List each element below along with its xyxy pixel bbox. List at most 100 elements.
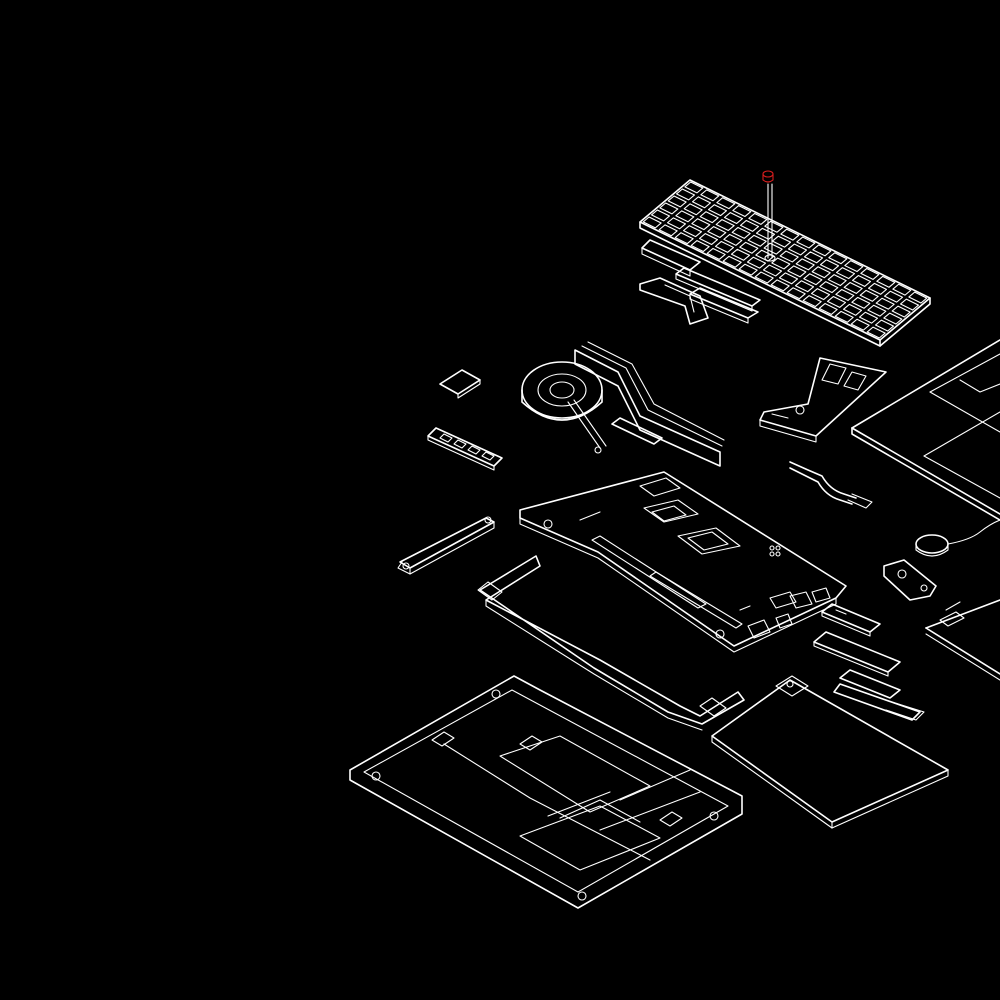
keyboard-key (698, 233, 719, 246)
keyboard-key (835, 288, 855, 301)
bottom-case (349, 675, 743, 909)
keyboard-key (763, 242, 783, 255)
keyboard-key (810, 288, 831, 301)
keyboard-key (828, 252, 848, 265)
display-panel (851, 339, 1000, 521)
keyboard-key (883, 312, 903, 325)
trackpoint-socket (764, 254, 776, 262)
keyboard-key (835, 267, 856, 280)
keyboard-key (778, 272, 799, 285)
keyboard-key (787, 265, 807, 278)
keyboard-key (650, 209, 671, 222)
keyboard-key (722, 255, 742, 268)
keyboard-key (764, 220, 784, 233)
keyboard-key (803, 251, 824, 264)
keyboard-key (755, 227, 776, 240)
keyboard-key (771, 257, 791, 270)
keyboard-key (707, 204, 728, 217)
keyboard-key (908, 291, 928, 304)
keyboard-key (762, 264, 783, 277)
keyboard-key (706, 247, 726, 260)
keyboard-key (819, 259, 840, 272)
keyboard-key (796, 236, 816, 249)
keyboard-key (859, 289, 879, 302)
keyboard-key (812, 244, 832, 257)
keyboard-key (867, 304, 887, 317)
keyboard-key (795, 258, 815, 271)
keyboard-key (876, 275, 896, 288)
keyboard-key (866, 326, 886, 339)
keyboard-key (675, 188, 696, 201)
keyboard-key (860, 267, 880, 280)
keyboard-key (738, 263, 758, 276)
keyboard-key (867, 282, 888, 295)
keyboard-key (794, 280, 815, 293)
keyboard-key (642, 216, 662, 229)
keyboard-key (843, 281, 863, 294)
keyboard-key (844, 260, 864, 273)
trackpoint-cap-top (762, 170, 774, 178)
keyboard-key (682, 225, 703, 238)
ssd-shield (833, 683, 925, 721)
keyboard-key (851, 274, 872, 287)
m2-ssd (821, 603, 881, 637)
keyboard-key (827, 274, 847, 287)
keyboard-key (891, 305, 911, 318)
keyboard-key (732, 205, 752, 218)
flex-cable (789, 461, 873, 509)
motherboard (519, 471, 847, 653)
keyboard-key (802, 295, 822, 308)
keyboard-key (842, 303, 863, 316)
keyboard-key (899, 298, 920, 311)
keyboard-key (834, 310, 854, 323)
keyboard-key (667, 195, 687, 208)
ram-module (427, 427, 503, 471)
keyboard-key (803, 273, 823, 286)
hdd-caddy (925, 599, 1000, 681)
keyboard-key (691, 218, 711, 231)
keyboard-key (675, 210, 695, 223)
keyboard-key (700, 189, 720, 202)
keyboard-key (819, 281, 839, 294)
keyboard-key (731, 226, 751, 239)
battery-pack (711, 675, 949, 829)
keyboard-strips (639, 267, 761, 325)
keyboard-key (659, 202, 679, 215)
keyboard-key (787, 243, 808, 256)
keyboard-key (691, 196, 712, 209)
keyboard-key (811, 266, 831, 279)
keyboard (639, 179, 931, 347)
keyboard-key (883, 290, 904, 303)
keyboard-key (715, 219, 735, 232)
keyboard-key (690, 240, 710, 253)
trackpoint-cap-body (762, 173, 774, 183)
keyboard-key (747, 234, 767, 247)
keyboard-key (818, 302, 838, 315)
keyboard-key (826, 295, 847, 308)
keyboard-key (875, 297, 895, 310)
keyboard-key (746, 256, 767, 269)
keyboard-key (779, 250, 799, 263)
keyboard-key (730, 248, 751, 261)
keyboard-key (780, 228, 800, 241)
keyboard-key (684, 181, 704, 194)
keyboard-key (748, 212, 768, 225)
keyboard-key (714, 240, 735, 253)
keyboard-key (683, 203, 703, 216)
memory-chip (439, 369, 481, 399)
keyboard-key (723, 212, 744, 225)
keyboard-key (723, 233, 743, 246)
keyboard-keys (642, 181, 928, 339)
speaker-bracket (397, 516, 495, 575)
keyboard-key (658, 224, 678, 237)
keyboard-key (892, 283, 912, 296)
speaker-frame (477, 555, 745, 731)
io-daughterboard (759, 357, 887, 443)
keyboard-key (699, 211, 719, 224)
keyboard-key (770, 279, 790, 292)
keyboard-key (851, 296, 871, 309)
keyboard-key (786, 287, 806, 300)
keyboard-key (716, 197, 736, 210)
